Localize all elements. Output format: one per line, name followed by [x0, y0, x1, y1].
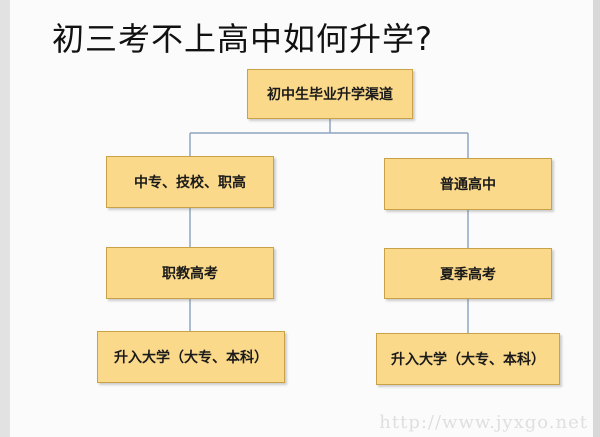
root-node: 初中生毕业升学渠道 — [247, 69, 413, 119]
right-node-university: 升入大学（大专、本科） — [376, 333, 560, 385]
right-node-regular-high-school: 普通高中 — [384, 158, 552, 210]
left-node-university: 升入大学（大专、本科） — [97, 331, 285, 383]
left-node-vocational-exam: 职教高考 — [106, 247, 274, 299]
right-node-summer-exam: 夏季高考 — [384, 248, 552, 299]
slide-title: 初三考不上高中如何升学? — [52, 20, 433, 58]
watermark-url: http://www.jyxgo.net — [379, 412, 588, 433]
right-page-edge — [593, 0, 600, 437]
left-node-vocational-schools: 中专、技校、职高 — [106, 156, 274, 208]
left-page-edge — [0, 0, 10, 437]
